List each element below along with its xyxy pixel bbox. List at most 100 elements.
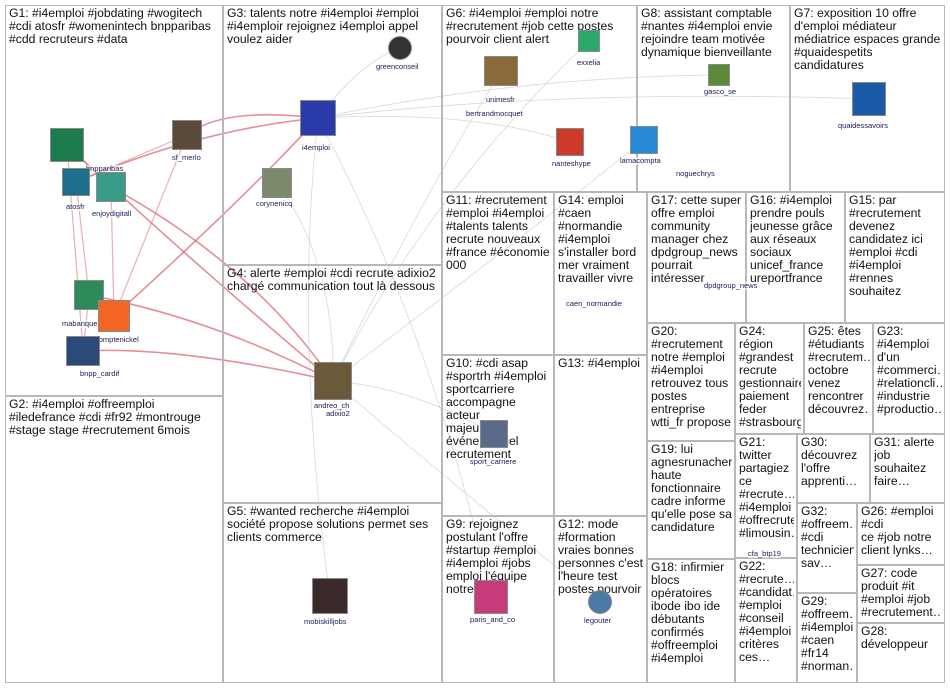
vertex-label-enjoydigitall: enjoydigitall xyxy=(92,209,132,218)
vertex-label-cfa-btp19: cfa_btp19 xyxy=(748,549,781,558)
edge xyxy=(332,139,645,382)
vertex-label-bertrandmocquet: bertrandmocquet xyxy=(466,109,523,118)
vertex-label-nanteshype: nanteshype xyxy=(552,159,591,168)
edge xyxy=(82,349,334,382)
group-g17-label: G17: cette super offre emploi community … xyxy=(651,194,742,285)
group-g30-label: G30: découvrez l'offre apprenti… xyxy=(801,436,858,488)
vertex-bnpparibas[interactable] xyxy=(50,128,84,162)
vertex-lamacompta[interactable] xyxy=(630,126,658,154)
group-g14-label: G14: emploi #caen #normandie #i4emploi s… xyxy=(558,194,637,285)
vertex-label-mabanque: mabanque xyxy=(62,319,98,328)
group-g16-label: G16: #i4emploi prendre pouls jeunesse gr… xyxy=(750,194,833,285)
edge xyxy=(110,186,115,317)
vertex-label-atosfr: atosfr xyxy=(66,202,85,211)
edge xyxy=(317,74,720,119)
edge xyxy=(110,186,334,382)
group-g23-label: G23: #i4emploi d'un #commerci… #relation… xyxy=(877,325,942,416)
vertex-paris-and-co[interactable] xyxy=(474,580,508,614)
vertex-label-lamacompta: lamacompta xyxy=(620,156,661,165)
vertex-comptenickel[interactable] xyxy=(98,300,130,332)
edge xyxy=(332,380,495,435)
group-g13[interactable]: G13: #i4emploi xyxy=(554,355,647,516)
vertex-atosfr[interactable] xyxy=(62,168,90,196)
group-g27[interactable]: G27: code produit #it #emploi #job #recr… xyxy=(857,565,945,623)
group-g15[interactable]: G15: par #recrutement devenez candidatez… xyxy=(845,192,945,323)
vertex-label-bnpp-cardif: bnpp_cardif xyxy=(80,369,120,378)
group-g32-label: G32: #offreem… #cdi technicien sav… xyxy=(801,505,854,570)
group-g17[interactable]: G17: cette super offre emploi community … xyxy=(647,192,746,323)
vertex-label-andreo-ch: andreo_ch xyxy=(314,401,350,410)
group-g19[interactable]: G19: lui agnesrunacher haute fonctionnai… xyxy=(647,441,735,559)
group-g12-label: G12: mode #formation vraies bonnes perso… xyxy=(558,518,643,596)
group-g27-label: G27: code produit #it #emploi #job #recr… xyxy=(861,567,942,619)
group-g1-label: G1: #i4emploi #jobdating #wogitech #cdi … xyxy=(9,7,211,46)
vertex-label-sf-merlo: sf_merlo xyxy=(172,153,201,162)
vertex-enjoydigitall[interactable] xyxy=(96,172,126,202)
group-g5-label: G5: #wanted recherche #i4emploi société … xyxy=(227,505,429,544)
vertex-label-comptenickel: comptenickel xyxy=(95,335,139,344)
edge xyxy=(113,134,188,317)
group-g18[interactable]: G18: infirmier blocs opératoires ibode i… xyxy=(647,559,735,683)
vertex-unimesfr[interactable] xyxy=(484,56,518,86)
vertex-exxelia[interactable] xyxy=(578,30,600,52)
vertex-label-bnpparibas: bnpparibas xyxy=(86,164,124,173)
group-g32[interactable]: G32: #offreem… #cdi technicien sav… xyxy=(797,503,857,593)
vertex-label-corynenicq: corynenicq xyxy=(256,199,293,208)
vertex-label-i4emploi: i4emploi xyxy=(302,143,330,152)
group-g19-label: G19: lui agnesrunacher haute fonctionnai… xyxy=(651,443,732,534)
edge xyxy=(317,95,870,119)
edge xyxy=(75,134,188,183)
vertex-label-mobiskilljobs: mobiskilljobs xyxy=(304,617,347,626)
edge xyxy=(332,40,590,382)
vertex-label-adixio2: adixio2 xyxy=(326,409,350,418)
vertex-nanteshype[interactable] xyxy=(556,128,584,156)
group-g16[interactable]: G16: #i4emploi prendre pouls jeunesse gr… xyxy=(746,192,845,323)
group-g2-label: G2: #i4emploi #offreemploi #iledefrance … xyxy=(9,398,201,437)
vertex-quaidessavoirs[interactable] xyxy=(852,82,886,116)
vertex-mobiskilljobs[interactable] xyxy=(312,578,348,614)
vertex-bnpp-cardif[interactable] xyxy=(66,336,100,366)
group-g20-label: G20: #recrutement notre #emploi #i4emplo… xyxy=(651,325,731,429)
vertex-greenconseil[interactable] xyxy=(388,36,412,60)
group-g14[interactable]: G14: emploi #caen #normandie #i4emploi s… xyxy=(554,192,647,355)
group-g2[interactable]: G2: #i4emploi #offreemploi #iledefrance … xyxy=(5,396,223,683)
group-g28[interactable]: G28: développeur xyxy=(857,623,945,683)
edge xyxy=(308,117,331,597)
group-g20[interactable]: G20: #recrutement notre #emploi #i4emplo… xyxy=(647,323,735,441)
vertex-legouter[interactable] xyxy=(588,590,612,614)
group-g23[interactable]: G23: #i4emploi d'un #commerci… #relation… xyxy=(873,323,945,434)
group-g24-label: G24: région #grandest recrute gestionnai… xyxy=(739,325,801,429)
group-g21[interactable]: G21: twitter partagiez ce #recrute… #i4e… xyxy=(735,434,797,558)
vertex-label-caen-normandie: caen_normandie xyxy=(566,299,622,308)
vertex-label-sport-carriere: sport_carriere xyxy=(470,457,517,466)
vertex-corynenicq[interactable] xyxy=(262,168,292,198)
vertex-label-dpdgroup-news: dpdgroup_news xyxy=(704,281,758,290)
group-g26[interactable]: G26: #emploi #cdi ce #job notre client l… xyxy=(857,503,945,565)
group-g6[interactable]: G6: #i4emploi #emploi notre #recrutement… xyxy=(442,5,637,192)
group-g26-label: G26: #emploi #cdi ce #job notre client l… xyxy=(861,505,934,557)
group-g4-label: G4: alerte #emploi #cdi recrute adixio2 … xyxy=(227,267,436,293)
group-g30[interactable]: G30: découvrez l'offre apprenti… xyxy=(797,434,870,503)
group-g22-label: G22: #recrute… #candidat… #emploi #conse… xyxy=(739,560,794,664)
group-g22[interactable]: G22: #recrute… #candidat… #emploi #conse… xyxy=(735,558,797,683)
vertex-label-unimesfr: unimesfr xyxy=(486,95,515,104)
vertex-label-quaidessavoirs: quaidessavoirs xyxy=(838,121,889,130)
group-g24[interactable]: G24: région #grandest recrute gestionnai… xyxy=(735,323,804,434)
vertex-sport-carriere[interactable] xyxy=(480,420,508,448)
group-g6-label: G6: #i4emploi #emploi notre #recrutement… xyxy=(446,7,614,46)
vertex-i4emploi[interactable] xyxy=(300,100,336,136)
vertex-label-paris-and-co: paris_and_co xyxy=(470,615,516,624)
edge xyxy=(332,380,601,603)
group-g7-label: G7: exposition 10 offre d'emploi médiate… xyxy=(794,7,941,72)
vertex-sf-merlo[interactable] xyxy=(172,120,202,150)
group-g25[interactable]: G25: êtes #étudiants #recrutem… octobre … xyxy=(804,323,873,434)
edge xyxy=(113,117,319,317)
edge xyxy=(75,181,90,296)
group-g11[interactable]: G11: #recrutement #emploi #i4emploi #tal… xyxy=(442,192,554,355)
vertex-andreo-ch[interactable] xyxy=(314,362,352,400)
vertex-gasco-se[interactable] xyxy=(708,64,730,86)
group-g8-label: G8: assistant comptable #nantes #i4emplo… xyxy=(641,7,773,59)
group-g29[interactable]: G29: #offreem… #i4emploi #caen #fr14 #no… xyxy=(797,593,857,683)
group-g31[interactable]: G31: alerte job souhaitez faire… xyxy=(870,434,945,503)
